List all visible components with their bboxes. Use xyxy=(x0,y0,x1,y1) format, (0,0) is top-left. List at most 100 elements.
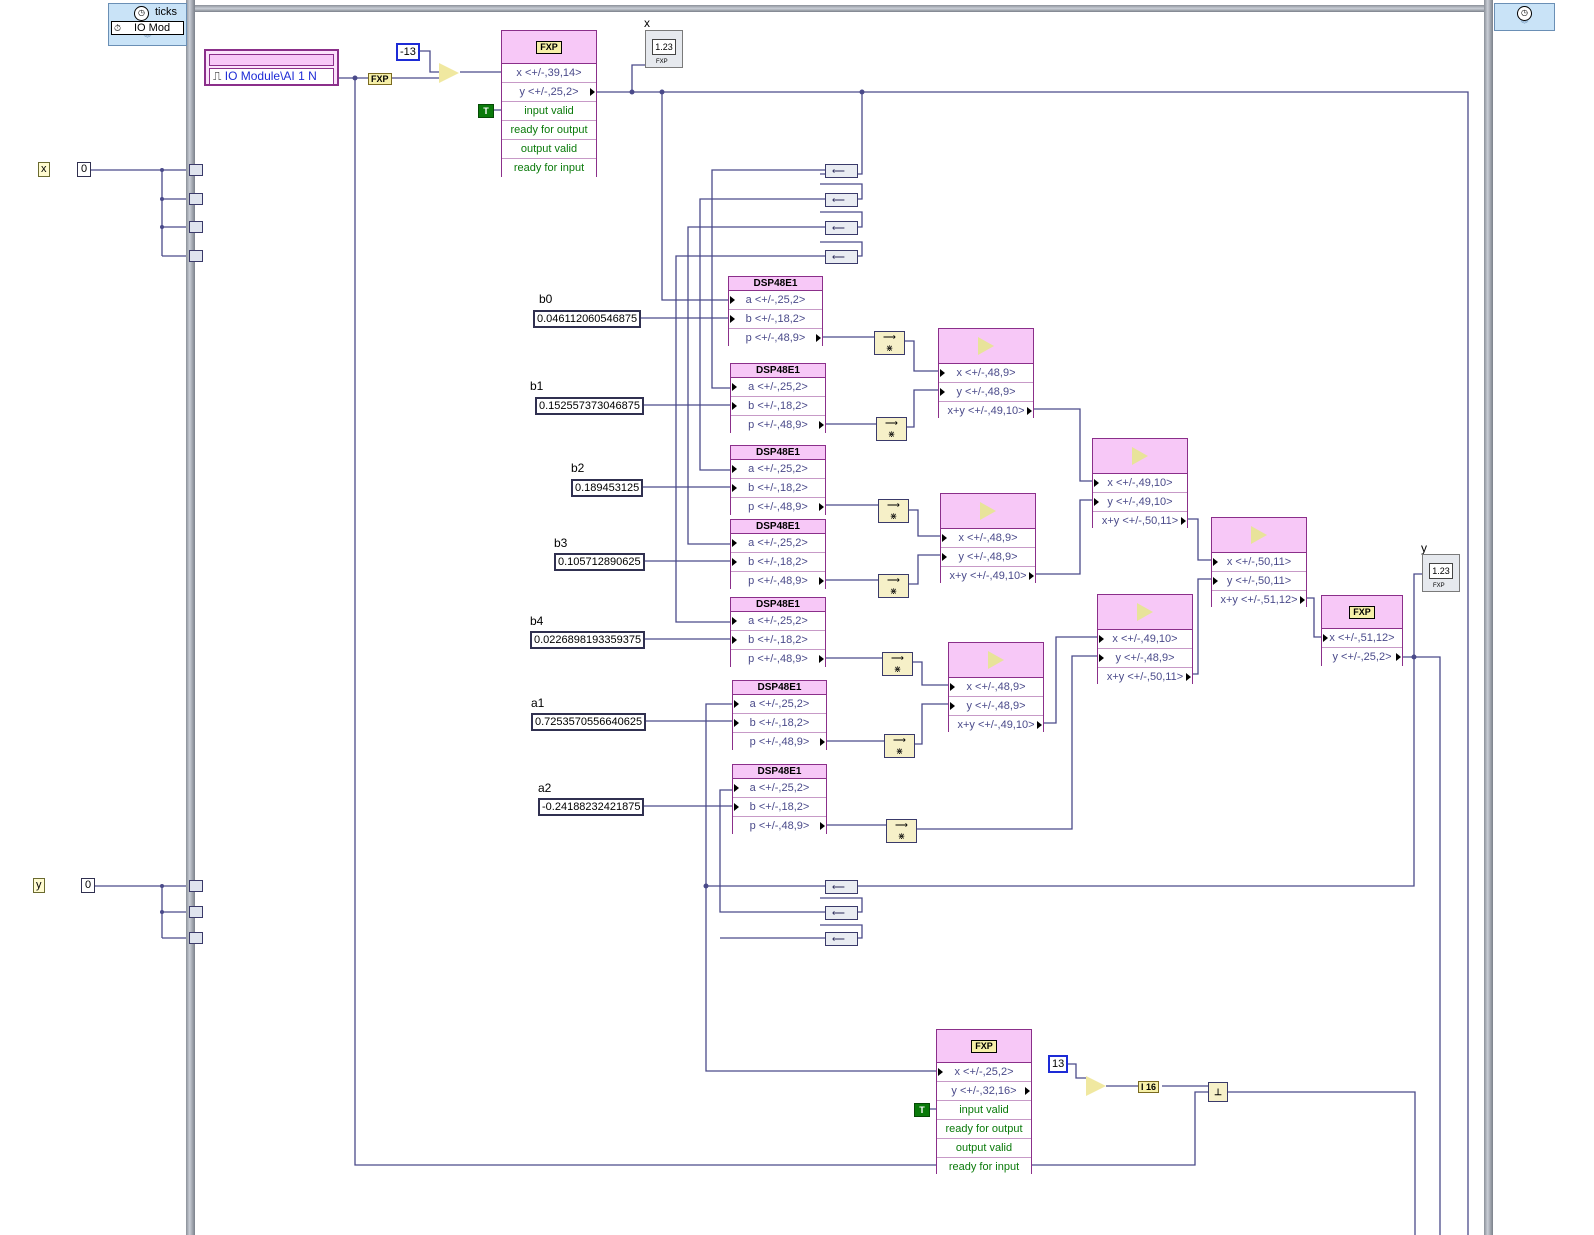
fxp-top-y[interactable]: y <+/-,25,2> xyxy=(502,83,596,102)
fxp-bottom-y[interactable]: y <+/-,32,16> xyxy=(937,1082,1031,1101)
shift-register-tunnel[interactable] xyxy=(189,221,203,233)
coef-a2[interactable]: -0.24188232421875 xyxy=(538,798,645,816)
adder-5[interactable]: x <+/-,48,9> y <+/-,48,9> x+y <+/-,49,10… xyxy=(948,642,1044,734)
adder-x[interactable]: x <+/-,48,9> xyxy=(949,678,1043,697)
fxp-convert-bottom[interactable]: FXP x <+/-,25,2> y <+/-,32,16> input val… xyxy=(936,1029,1032,1176)
adder-x[interactable]: x <+/-,50,11> xyxy=(1212,553,1306,572)
loop-output-node[interactable]: ◷ ︾ xyxy=(1494,3,1555,31)
adder-sum[interactable]: x+y <+/-,49,10> xyxy=(941,567,1035,585)
fxp-scale-node[interactable]: ⟶⋇ xyxy=(878,574,909,598)
adder-sum[interactable]: x+y <+/-,51,12> xyxy=(1212,591,1306,609)
fxp-scale-node[interactable]: ⟶⋇ xyxy=(878,499,909,523)
loop-input-node[interactable]: ◷ ticks ⏱ IO Mod ︾ xyxy=(108,3,187,46)
adder-x[interactable]: x <+/-,48,9> xyxy=(939,364,1033,383)
feedback-node[interactable]: ⟵ xyxy=(825,906,858,920)
dsp48e1-a1[interactable]: DSP48E1 a <+/-,25,2> b <+/-,18,2> p <+/-… xyxy=(732,680,827,751)
adder-y[interactable]: y <+/-,48,9> xyxy=(1098,649,1192,668)
coef-b3[interactable]: 0.105712890625 xyxy=(554,553,645,571)
dsp-a[interactable]: a <+/-,25,2> xyxy=(733,695,826,714)
dsp48e1-a2[interactable]: DSP48E1 a <+/-,25,2> b <+/-,18,2> p <+/-… xyxy=(732,764,827,835)
dsp-p[interactable]: p <+/-,48,9> xyxy=(731,416,825,434)
expand-icon[interactable]: ︾ xyxy=(143,34,152,43)
true-constant[interactable]: T xyxy=(914,1103,930,1117)
adder-y[interactable]: y <+/-,48,9> xyxy=(939,383,1033,402)
dsp-b[interactable]: b <+/-,18,2> xyxy=(731,553,825,572)
coef-a1[interactable]: 0.7253570556640625 xyxy=(531,713,647,731)
true-constant[interactable]: T xyxy=(478,104,494,118)
io-node[interactable]: ⎍ IO Module\AI 1 N xyxy=(204,49,339,86)
dsp-p[interactable]: p <+/-,48,9> xyxy=(731,572,825,590)
feedback-node[interactable]: ⟵ xyxy=(825,193,858,207)
feedback-node[interactable]: ⟵ xyxy=(825,164,858,178)
dsp-p[interactable]: p <+/-,48,9> xyxy=(731,498,825,516)
y-control[interactable]: y xyxy=(33,878,45,893)
to-integer-node[interactable]: ⊥ xyxy=(1208,1082,1228,1102)
fxp-top-x[interactable]: x <+/-,39,14> xyxy=(502,64,596,83)
fxp-top-ready-in[interactable]: ready for input xyxy=(502,159,596,177)
y-indicator[interactable]: 1.23 FXP xyxy=(1422,554,1460,592)
fxp-top-ready-out[interactable]: ready for output xyxy=(502,121,596,140)
dsp-p[interactable]: p <+/-,48,9> xyxy=(731,650,825,668)
dsp-p[interactable]: p <+/-,48,9> xyxy=(729,329,822,347)
fxp-scale-node[interactable]: ⟶⋇ xyxy=(886,819,917,843)
shift-constant-neg[interactable]: -13 xyxy=(396,43,420,61)
dsp-a[interactable]: a <+/-,25,2> xyxy=(731,378,825,397)
fxp-bottom-x[interactable]: x <+/-,25,2> xyxy=(937,1063,1031,1082)
feedback-node[interactable]: ⟵ xyxy=(825,880,858,894)
adder-x[interactable]: x <+/-,49,10> xyxy=(1093,474,1187,493)
expand-icon-right[interactable]: ︾ xyxy=(1520,20,1529,29)
dsp48e1-b1[interactable]: DSP48E1 a <+/-,25,2> b <+/-,18,2> p <+/-… xyxy=(730,363,826,434)
shift-register-tunnel[interactable] xyxy=(189,932,203,944)
adder-1[interactable]: x <+/-,48,9> y <+/-,48,9> x+y <+/-,49,10… xyxy=(938,328,1034,420)
adder-y[interactable]: y <+/-,48,9> xyxy=(941,548,1035,567)
feedback-node[interactable]: ⟵ xyxy=(825,221,858,235)
y-init-constant[interactable]: 0 xyxy=(81,878,96,893)
fxp-scale-node[interactable]: ⟶⋇ xyxy=(884,734,915,758)
dsp48e1-b2[interactable]: DSP48E1 a <+/-,25,2> b <+/-,18,2> p <+/-… xyxy=(730,445,826,516)
fxp-bottom-output-valid[interactable]: output valid xyxy=(937,1139,1031,1158)
dsp48e1-b3[interactable]: DSP48E1 a <+/-,25,2> b <+/-,18,2> p <+/-… xyxy=(730,519,826,590)
dsp-p[interactable]: p <+/-,48,9> xyxy=(733,733,826,751)
dsp-b[interactable]: b <+/-,18,2> xyxy=(733,714,826,733)
feedback-node[interactable]: ⟵ xyxy=(825,250,858,264)
fxp-convert-top[interactable]: FXP x <+/-,39,14> y <+/-,25,2> input val… xyxy=(501,30,597,177)
coef-b0[interactable]: 0.046112060546875 xyxy=(533,310,642,328)
adder-sum[interactable]: x+y <+/-,50,11> xyxy=(1098,668,1192,686)
x-init-constant[interactable]: 0 xyxy=(77,162,92,177)
dsp-b[interactable]: b <+/-,18,2> xyxy=(731,631,825,650)
dsp-b[interactable]: b <+/-,18,2> xyxy=(733,798,826,817)
fxp-bottom-input-valid[interactable]: input valid xyxy=(937,1101,1031,1120)
coef-b1[interactable]: 0.152557373046875 xyxy=(535,397,644,415)
fxp-bottom-ready-out[interactable]: ready for output xyxy=(937,1120,1031,1139)
adder-3[interactable]: x <+/-,49,10> y <+/-,49,10> x+y <+/-,50,… xyxy=(1092,438,1188,530)
x-indicator[interactable]: 1.23 FXP xyxy=(645,30,683,68)
fxp-scale-node[interactable]: ⟶⋇ xyxy=(874,331,905,355)
scale-by-power-of-2-icon[interactable] xyxy=(439,63,459,83)
adder-4[interactable]: x <+/-,50,11> y <+/-,50,11> x+y <+/-,51,… xyxy=(1211,517,1307,609)
fxp-out-y[interactable]: y <+/-,25,2> xyxy=(1322,648,1402,666)
dsp-p[interactable]: p <+/-,48,9> xyxy=(733,817,826,835)
feedback-node[interactable]: ⟵ xyxy=(825,932,858,946)
fxp-scale-node[interactable]: ⟶⋇ xyxy=(882,652,913,676)
shift-register-tunnel[interactable] xyxy=(189,193,203,205)
adder-y[interactable]: y <+/-,50,11> xyxy=(1212,572,1306,591)
fxp-out-x[interactable]: x <+/-,51,12> xyxy=(1322,629,1402,648)
dsp-b[interactable]: b <+/-,18,2> xyxy=(729,310,822,329)
dsp-a[interactable]: a <+/-,25,2> xyxy=(731,460,825,479)
adder-sum[interactable]: x+y <+/-,49,10> xyxy=(939,402,1033,420)
adder-y[interactable]: y <+/-,49,10> xyxy=(1093,493,1187,512)
fxp-top-input-valid[interactable]: input valid xyxy=(502,102,596,121)
scale-by-power-of-2-icon[interactable] xyxy=(1086,1076,1106,1096)
shift-register-tunnel[interactable] xyxy=(189,906,203,918)
dsp-a[interactable]: a <+/-,25,2> xyxy=(731,612,825,631)
adder-sum[interactable]: x+y <+/-,50,11> xyxy=(1093,512,1187,530)
shift-register-tunnel[interactable] xyxy=(189,880,203,892)
dsp-a[interactable]: a <+/-,25,2> xyxy=(729,291,822,310)
adder-x[interactable]: x <+/-,49,10> xyxy=(1098,630,1192,649)
shift-constant-pos[interactable]: 13 xyxy=(1048,1055,1069,1073)
coef-b2[interactable]: 0.189453125 xyxy=(571,479,644,497)
dsp-b[interactable]: b <+/-,18,2> xyxy=(731,479,825,498)
shift-register-tunnel[interactable] xyxy=(189,164,203,176)
fxp-convert-output[interactable]: FXP x <+/-,51,12> y <+/-,25,2> xyxy=(1321,595,1403,666)
adder-2[interactable]: x <+/-,48,9> y <+/-,48,9> x+y <+/-,49,10… xyxy=(940,493,1036,585)
